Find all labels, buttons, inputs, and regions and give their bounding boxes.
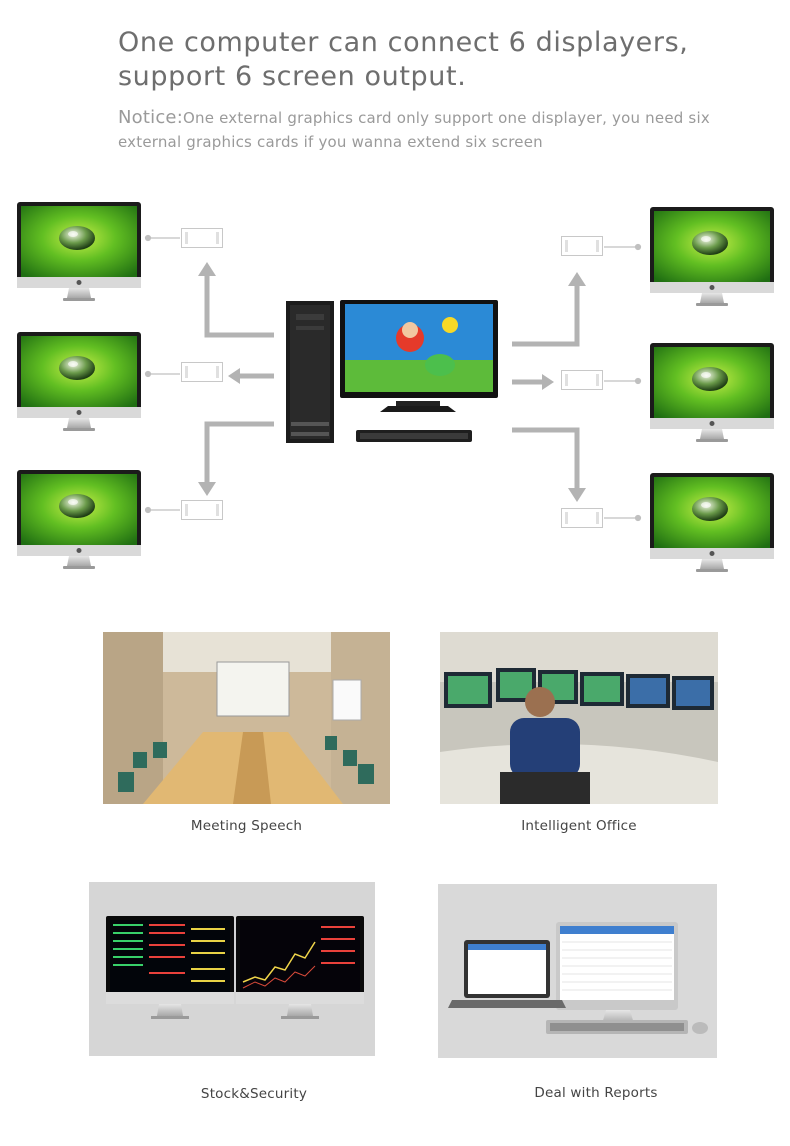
imac-monitor-icon <box>17 202 141 301</box>
caption-stock-security: Stock&Security <box>200 1086 308 1102</box>
notice-label: Notice: <box>118 107 183 128</box>
desktop-tower-icon <box>286 301 334 443</box>
imac-monitor-icon <box>650 343 774 442</box>
graphics-card-icon <box>181 362 223 382</box>
connector-line <box>144 234 642 522</box>
imac-monitor-icon <box>17 332 141 431</box>
office-control-room-photo <box>440 632 718 804</box>
notice: Notice:One external graphics card only s… <box>118 106 768 154</box>
caption-intelligent-office: Intelligent Office <box>521 818 637 834</box>
six-display-diagram <box>17 202 774 572</box>
headline: One computer can connect 6 displayers, s… <box>118 26 758 94</box>
graphics-card-icon <box>561 508 603 528</box>
arrow-icon <box>198 262 586 502</box>
graphics-card-icon <box>181 500 223 520</box>
graphics-card-icon <box>181 228 223 248</box>
graphics-card-icon <box>561 370 603 390</box>
notice-text: One external graphics card only support … <box>118 109 710 151</box>
headline-line-2: support 6 screen output. <box>118 61 467 92</box>
center-monitor-icon <box>340 300 498 412</box>
keyboard-icon <box>356 430 472 442</box>
reports-computers-photo <box>438 884 717 1058</box>
imac-monitor-icon <box>650 207 774 306</box>
headline-line-1: One computer can connect 6 displayers, <box>118 27 689 58</box>
caption-deal-with-reports: Deal with Reports <box>534 1085 658 1101</box>
imac-monitor-icon <box>650 473 774 572</box>
meeting-room-photo <box>103 632 390 804</box>
imac-monitor-icon <box>17 470 141 569</box>
graphics-card-icon <box>561 236 603 256</box>
caption-meeting-speech: Meeting Speech <box>190 818 303 834</box>
stock-monitors-photo <box>89 882 375 1056</box>
arrow-icon <box>204 274 580 490</box>
